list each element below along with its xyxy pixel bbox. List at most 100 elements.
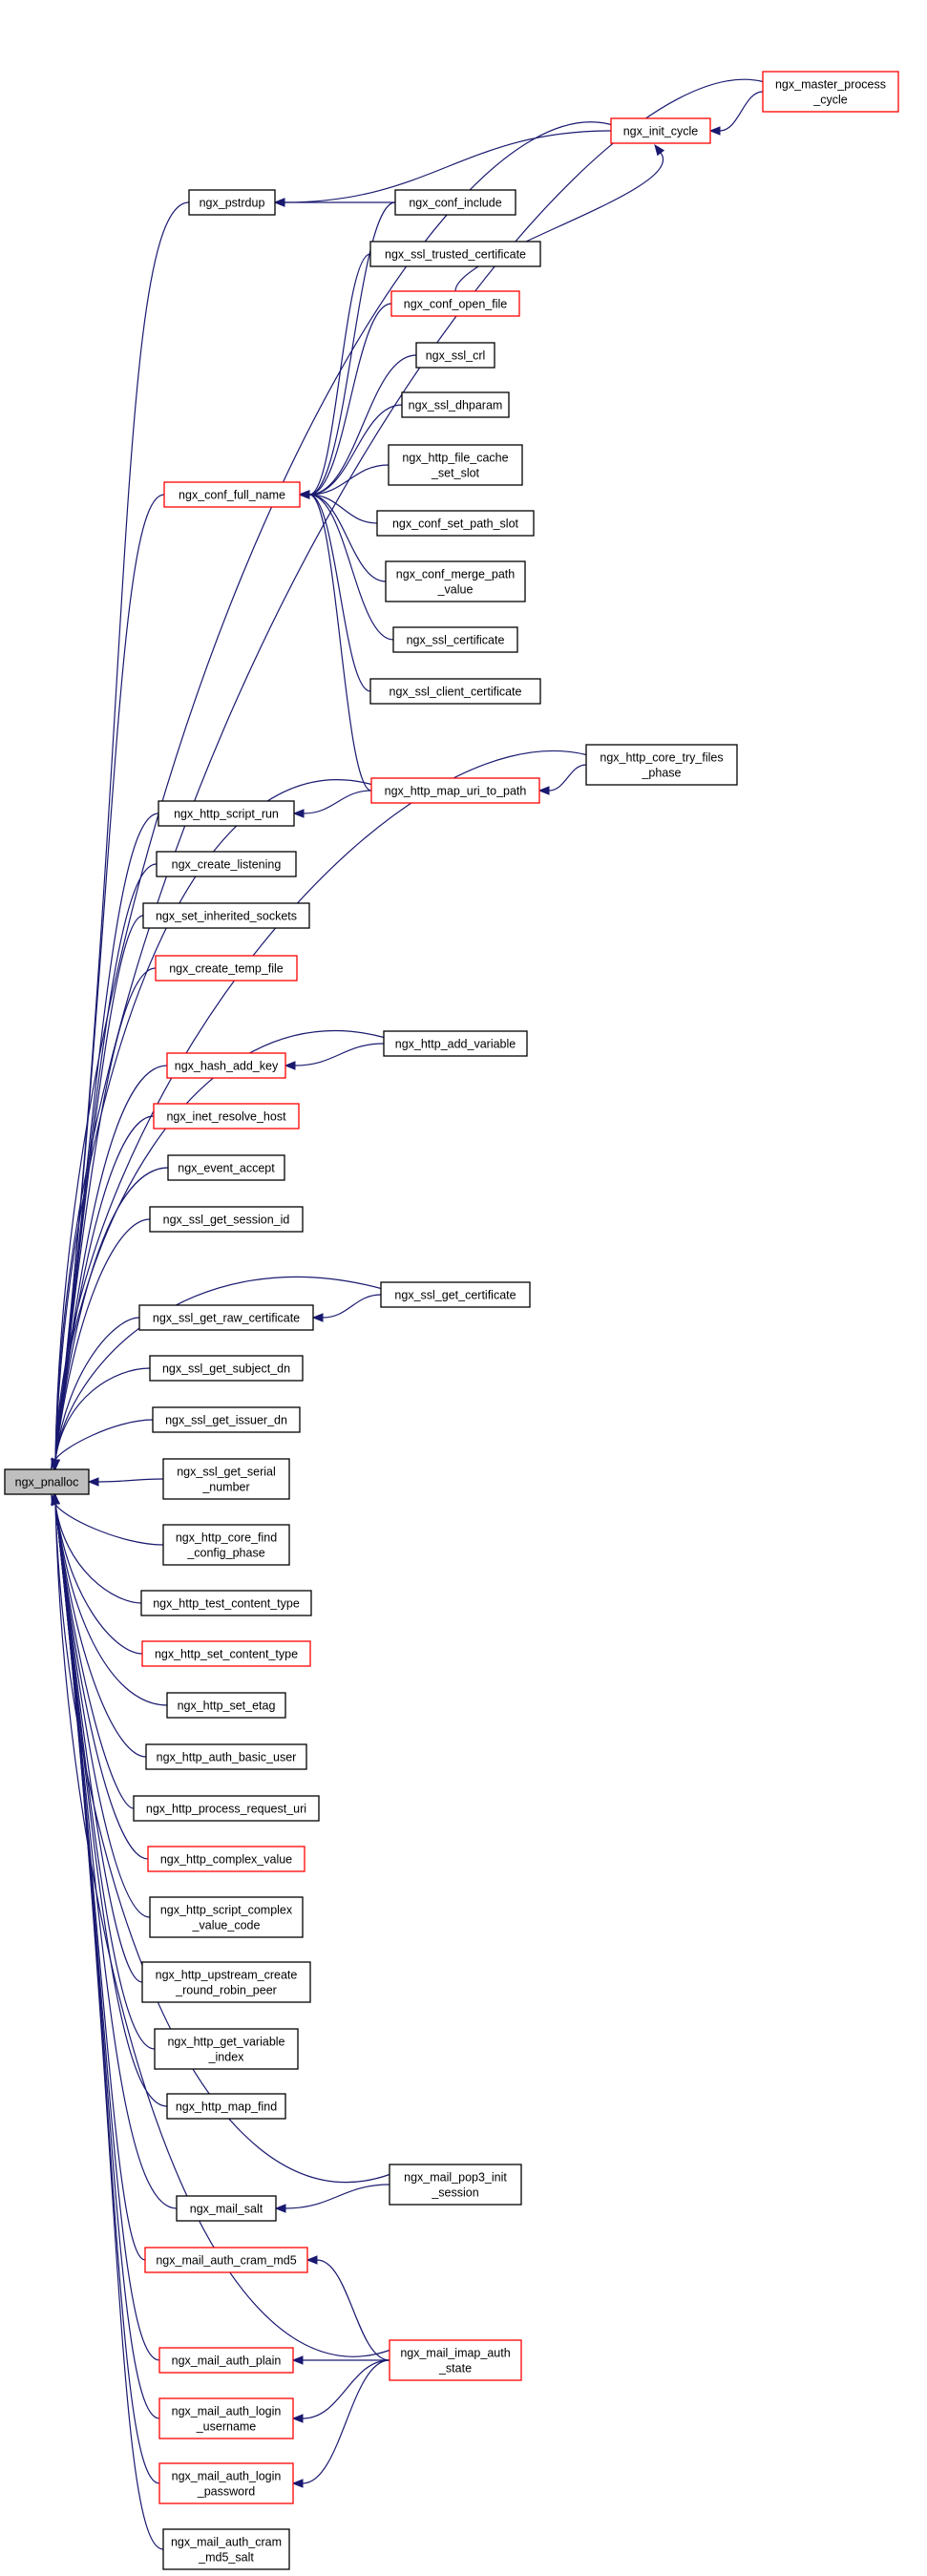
node-box[interactable] (392, 626, 518, 653)
graph-node-ngx-mail-imap-auth-state[interactable]: ngx_mail_imap_auth_state (389, 2339, 522, 2381)
node-box[interactable] (388, 444, 523, 486)
node-box[interactable] (141, 1961, 311, 2003)
graph-node-ngx-http-file-cache-set-slot[interactable]: ngx_http_file_cache_set_slot (388, 444, 523, 486)
node-box[interactable] (158, 800, 295, 827)
node-box[interactable] (162, 2528, 290, 2570)
graph-node-ngx-conf-set-path-slot[interactable]: ngx_conf_set_path_slot (376, 510, 535, 537)
node-box[interactable] (158, 2347, 294, 2374)
node-box[interactable] (383, 1030, 528, 1057)
node-box[interactable] (149, 1355, 304, 1382)
node-box[interactable] (158, 2397, 294, 2439)
graph-node-ngx-ssl-crl[interactable]: ngx_ssl_crl (415, 342, 495, 369)
graph-node-ngx-http-auth-basic-user[interactable]: ngx_http_auth_basic_user (145, 1743, 307, 1770)
node-box[interactable] (380, 1281, 531, 1308)
graph-node-ngx-ssl-get-serial-number[interactable]: ngx_ssl_get_serial_number (162, 1458, 290, 1500)
graph-node-ngx-http-upstream-create-round-robin-peer[interactable]: ngx_http_upstream_create_round_robin_pee… (141, 1961, 311, 2003)
node-box[interactable] (4, 1468, 90, 1495)
node-box[interactable] (162, 1458, 290, 1500)
graph-node-ngx-http-script-run[interactable]: ngx_http_script_run (158, 800, 295, 827)
graph-node-ngx-http-script-complex-value-code[interactable]: ngx_http_script_complex_value_code (149, 1896, 304, 1938)
node-box[interactable] (389, 2339, 522, 2381)
node-box[interactable] (389, 2164, 522, 2206)
graph-node-ngx-mail-auth-plain[interactable]: ngx_mail_auth_plain (158, 2347, 294, 2374)
node-box[interactable] (138, 1304, 314, 1331)
node-box[interactable] (401, 391, 510, 418)
node-box[interactable] (155, 955, 298, 982)
node-box[interactable] (370, 777, 540, 804)
graph-node-ngx-hash-add-key[interactable]: ngx_hash_add_key (166, 1052, 286, 1079)
graph-node-ngx-ssl-get-certificate[interactable]: ngx_ssl_get_certificate (380, 1281, 531, 1308)
node-box[interactable] (176, 2195, 277, 2222)
graph-node-ngx-mail-auth-login-username[interactable]: ngx_mail_auth_login_username (158, 2397, 294, 2439)
graph-node-ngx-ssl-get-issuer-dn[interactable]: ngx_ssl_get_issuer_dn (152, 1406, 301, 1433)
node-box[interactable] (141, 1640, 311, 1667)
node-box[interactable] (369, 241, 541, 267)
graph-node-ngx-mail-auth-cram-md5-salt[interactable]: ngx_mail_auth_cram_md5_salt (162, 2528, 290, 2570)
node-box[interactable] (153, 1103, 300, 1130)
graph-node-ngx-http-get-variable-index[interactable]: ngx_http_get_variable_index (154, 2028, 299, 2070)
node-box[interactable] (376, 510, 535, 537)
node-box[interactable] (762, 71, 899, 113)
node-box[interactable] (188, 189, 276, 216)
graph-node-ngx-http-add-variable[interactable]: ngx_http_add_variable (383, 1030, 528, 1057)
graph-node-ngx-http-process-request-uri[interactable]: ngx_http_process_request_uri (133, 1795, 320, 1822)
node-box[interactable] (147, 1846, 305, 1872)
node-box[interactable] (149, 1896, 304, 1938)
graph-node-ngx-inet-resolve-host[interactable]: ngx_inet_resolve_host (153, 1103, 300, 1130)
graph-node-ngx-ssl-get-raw-certificate[interactable]: ngx_ssl_get_raw_certificate (138, 1304, 314, 1331)
node-box[interactable] (162, 1524, 290, 1566)
node-box[interactable] (394, 189, 516, 216)
graph-node-ngx-pnalloc[interactable]: ngx_pnalloc (4, 1468, 90, 1495)
node-box[interactable] (167, 1154, 285, 1181)
graph-node-ngx-http-core-find-config-phase[interactable]: ngx_http_core_find_config_phase (162, 1524, 290, 1566)
graph-node-ngx-event-accept[interactable]: ngx_event_accept (167, 1154, 285, 1181)
node-box[interactable] (144, 2247, 308, 2273)
graph-node-ngx-http-complex-value[interactable]: ngx_http_complex_value (147, 1846, 305, 1872)
node-box[interactable] (156, 851, 297, 877)
node-box[interactable] (142, 902, 310, 929)
node-box[interactable] (149, 1206, 304, 1233)
graph-node-ngx-ssl-get-session-id[interactable]: ngx_ssl_get_session_id (149, 1206, 304, 1233)
node-box[interactable] (390, 290, 520, 317)
node-box[interactable] (166, 1692, 286, 1719)
node-box[interactable] (152, 1406, 301, 1433)
node-box[interactable] (140, 1590, 312, 1616)
graph-node-ngx-conf-include[interactable]: ngx_conf_include (394, 189, 516, 216)
graph-node-ngx-mail-auth-cram-md5[interactable]: ngx_mail_auth_cram_md5 (144, 2247, 308, 2273)
graph-node-ngx-http-set-etag[interactable]: ngx_http_set_etag (166, 1692, 286, 1719)
node-box[interactable] (166, 1052, 286, 1079)
graph-node-ngx-http-map-find[interactable]: ngx_http_map_find (166, 2093, 286, 2120)
node-box[interactable] (585, 744, 738, 786)
node-box[interactable] (610, 117, 711, 144)
graph-node-ngx-mail-auth-login-password[interactable]: ngx_mail_auth_login_password (158, 2462, 294, 2504)
graph-node-ngx-ssl-get-subject-dn[interactable]: ngx_ssl_get_subject_dn (149, 1355, 304, 1382)
graph-node-ngx-conf-full-name[interactable]: ngx_conf_full_name (163, 481, 301, 508)
node-box[interactable] (166, 2093, 286, 2120)
graph-node-ngx-create-listening[interactable]: ngx_create_listening (156, 851, 297, 877)
graph-node-ngx-conf-merge-path-value[interactable]: ngx_conf_merge_path_value (385, 560, 526, 602)
graph-node-ngx-mail-pop3-init-session[interactable]: ngx_mail_pop3_init_session (389, 2164, 522, 2206)
node-box[interactable] (145, 1743, 307, 1770)
graph-node-ngx-set-inherited-sockets[interactable]: ngx_set_inherited_sockets (142, 902, 310, 929)
graph-node-ngx-ssl-dhparam[interactable]: ngx_ssl_dhparam (401, 391, 510, 418)
graph-node-ngx-mail-salt[interactable]: ngx_mail_salt (176, 2195, 277, 2222)
node-box[interactable] (163, 481, 301, 508)
node-box[interactable] (158, 2462, 294, 2504)
graph-node-ngx-ssl-client-certificate[interactable]: ngx_ssl_client_certificate (369, 678, 541, 705)
graph-node-ngx-http-map-uri-to-path[interactable]: ngx_http_map_uri_to_path (370, 777, 540, 804)
graph-node-ngx-master-process-cycle[interactable]: ngx_master_process_cycle (762, 71, 899, 113)
node-box[interactable] (154, 2028, 299, 2070)
node-box[interactable] (415, 342, 495, 369)
graph-node-ngx-init-cycle[interactable]: ngx_init_cycle (610, 117, 711, 144)
graph-node-ngx-ssl-trusted-certificate[interactable]: ngx_ssl_trusted_certificate (369, 241, 541, 267)
node-box[interactable] (385, 560, 526, 602)
graph-node-ngx-create-temp-file[interactable]: ngx_create_temp_file (155, 955, 298, 982)
graph-node-ngx-pstrdup[interactable]: ngx_pstrdup (188, 189, 276, 216)
graph-node-ngx-ssl-certificate[interactable]: ngx_ssl_certificate (392, 626, 518, 653)
node-box[interactable] (133, 1795, 320, 1822)
graph-node-ngx-http-core-try-files-phase[interactable]: ngx_http_core_try_files_phase (585, 744, 738, 786)
node-box[interactable] (369, 678, 541, 705)
graph-node-ngx-conf-open-file[interactable]: ngx_conf_open_file (390, 290, 520, 317)
graph-node-ngx-http-test-content-type[interactable]: ngx_http_test_content_type (140, 1590, 312, 1616)
graph-node-ngx-http-set-content-type[interactable]: ngx_http_set_content_type (141, 1640, 311, 1667)
